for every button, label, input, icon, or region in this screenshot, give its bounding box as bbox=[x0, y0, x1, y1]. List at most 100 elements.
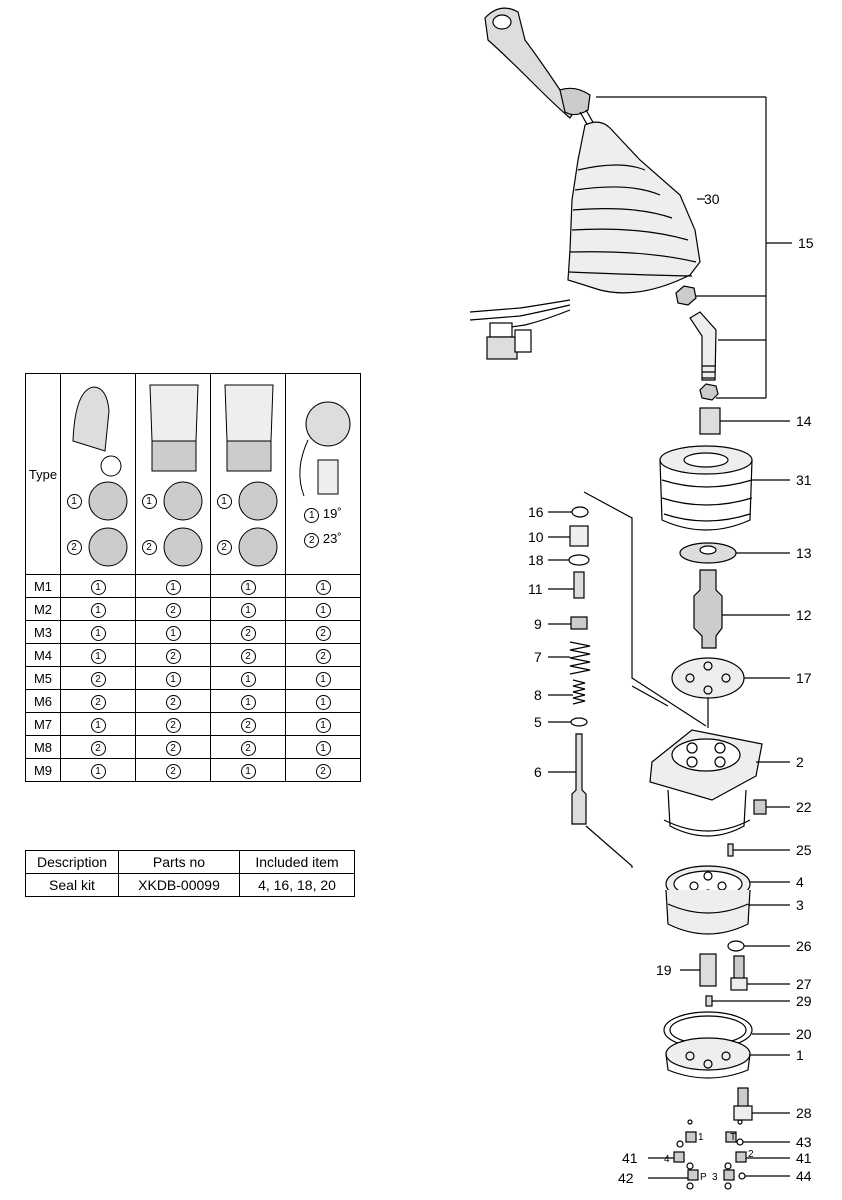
kit-header-included: Included item bbox=[239, 850, 355, 874]
kit-row: Seal kit XKDB-00099 4, 16, 18, 20 bbox=[25, 873, 355, 897]
callout-5: 5 bbox=[534, 714, 542, 730]
option-marker: 1 bbox=[90, 763, 106, 779]
option-cell: 2 bbox=[135, 712, 211, 736]
option-marker: 1 bbox=[165, 625, 181, 641]
model-cell: M6 bbox=[25, 689, 61, 713]
callout-7: 7 bbox=[534, 649, 542, 665]
option-marker: 1 bbox=[240, 671, 256, 687]
option-cell: 1 bbox=[135, 574, 211, 598]
option-cell: 1 bbox=[60, 574, 136, 598]
option-cell: 2 bbox=[210, 620, 286, 644]
seal-kit-table: Description Parts no Included item Seal … bbox=[25, 850, 355, 897]
option-marker: 2 bbox=[315, 648, 331, 664]
model-cell: M5 bbox=[25, 666, 61, 690]
callout-10: 10 bbox=[528, 529, 544, 545]
grip-illustration bbox=[72, 386, 122, 477]
option-marker: 1 bbox=[240, 602, 256, 618]
callout-41-left: 41 bbox=[622, 1150, 638, 1166]
callout-9: 9 bbox=[534, 616, 542, 632]
type-header-row: Type 1 2 1 2 bbox=[25, 373, 361, 575]
nut bbox=[675, 285, 697, 306]
boot-b-option-1-icon bbox=[238, 481, 277, 521]
part-10-bush bbox=[569, 525, 589, 547]
callout-29: 29 bbox=[796, 993, 812, 1009]
part-18-oring bbox=[568, 554, 590, 566]
option-1-marker: 1 bbox=[216, 493, 232, 509]
option-cell: 1 bbox=[285, 666, 361, 690]
option-cell: 2 bbox=[285, 758, 361, 782]
option-cell: 2 bbox=[210, 643, 286, 667]
option-cell: 1 bbox=[210, 574, 286, 598]
option-marker: 1 bbox=[315, 579, 331, 595]
option-cell: 1 bbox=[210, 689, 286, 713]
option-marker: 1 bbox=[165, 671, 181, 687]
type-col-boot-a: 1 2 bbox=[135, 373, 211, 575]
boot-b-option-2-icon bbox=[238, 527, 277, 567]
option-marker: 2 bbox=[165, 763, 181, 779]
model-cell: M4 bbox=[25, 643, 61, 667]
option-cell: 1 bbox=[60, 712, 136, 736]
callout-20: 20 bbox=[796, 1026, 812, 1042]
option-marker: 1 bbox=[90, 579, 106, 595]
option-cell: 2 bbox=[285, 620, 361, 644]
option-marker: 1 bbox=[240, 763, 256, 779]
option-marker: 2 bbox=[240, 717, 256, 733]
model-cell: M7 bbox=[25, 712, 61, 736]
part-14-nut bbox=[699, 407, 721, 435]
type-col-angle: 1 19˚ 2 23˚ bbox=[285, 373, 361, 575]
part-6-spool bbox=[571, 733, 587, 825]
option-cell: 2 bbox=[210, 712, 286, 736]
option-cell: 2 bbox=[135, 643, 211, 667]
callout-27: 27 bbox=[796, 976, 812, 992]
bellows bbox=[659, 459, 753, 531]
model-cell: M3 bbox=[25, 620, 61, 644]
port-label-2: 2 bbox=[748, 1149, 754, 1160]
option-marker: 1 bbox=[315, 717, 331, 733]
option-marker: 1 bbox=[315, 671, 331, 687]
callout-8: 8 bbox=[534, 687, 542, 703]
part-12-joint bbox=[693, 569, 723, 649]
model-cell: M1 bbox=[25, 574, 61, 598]
callout-1: 1 bbox=[796, 1047, 804, 1063]
grip-option-1-icon bbox=[88, 481, 127, 521]
callout-43: 43 bbox=[796, 1134, 812, 1150]
part-7-spring bbox=[569, 641, 591, 675]
type-model-table: Type 1 2 1 2 bbox=[25, 373, 361, 782]
part-22-plug bbox=[753, 799, 767, 815]
option-cell: 1 bbox=[285, 712, 361, 736]
option-marker: 2 bbox=[315, 625, 331, 641]
option-marker: 2 bbox=[240, 740, 256, 756]
option-marker: 2 bbox=[90, 694, 106, 710]
option-cell: 1 bbox=[60, 620, 136, 644]
option-marker: 1 bbox=[315, 740, 331, 756]
callout-16: 16 bbox=[528, 504, 544, 520]
lever-angle-illustration bbox=[299, 401, 351, 497]
callout-31: 31 bbox=[796, 472, 812, 488]
callout-14: 14 bbox=[796, 413, 812, 429]
part-17-plate bbox=[671, 657, 745, 699]
option-marker: 1 bbox=[165, 579, 181, 595]
callout-3: 3 bbox=[796, 897, 804, 913]
model-cell: M8 bbox=[25, 735, 61, 759]
port-label-4: 4 bbox=[664, 1154, 670, 1165]
option-marker: 1 bbox=[90, 648, 106, 664]
kit-description: Seal kit bbox=[25, 873, 119, 897]
option-marker: 1 bbox=[240, 694, 256, 710]
grip-option-2-icon bbox=[88, 527, 127, 567]
option-cell: 2 bbox=[135, 758, 211, 782]
option-cell: 1 bbox=[285, 597, 361, 621]
callout-44: 44 bbox=[796, 1168, 812, 1184]
type-label-cell: Type bbox=[25, 373, 61, 575]
port-label-3: 3 bbox=[712, 1172, 718, 1183]
bent-rod bbox=[689, 311, 717, 381]
callout-28: 28 bbox=[796, 1105, 812, 1121]
boot-a-option-2-icon bbox=[163, 527, 202, 567]
kit-header-parts-no: Parts no bbox=[118, 850, 240, 874]
option-marker: 1 bbox=[90, 602, 106, 618]
callout-13: 13 bbox=[796, 545, 812, 561]
callout-18: 18 bbox=[528, 552, 544, 568]
part-25-pin bbox=[727, 843, 734, 857]
